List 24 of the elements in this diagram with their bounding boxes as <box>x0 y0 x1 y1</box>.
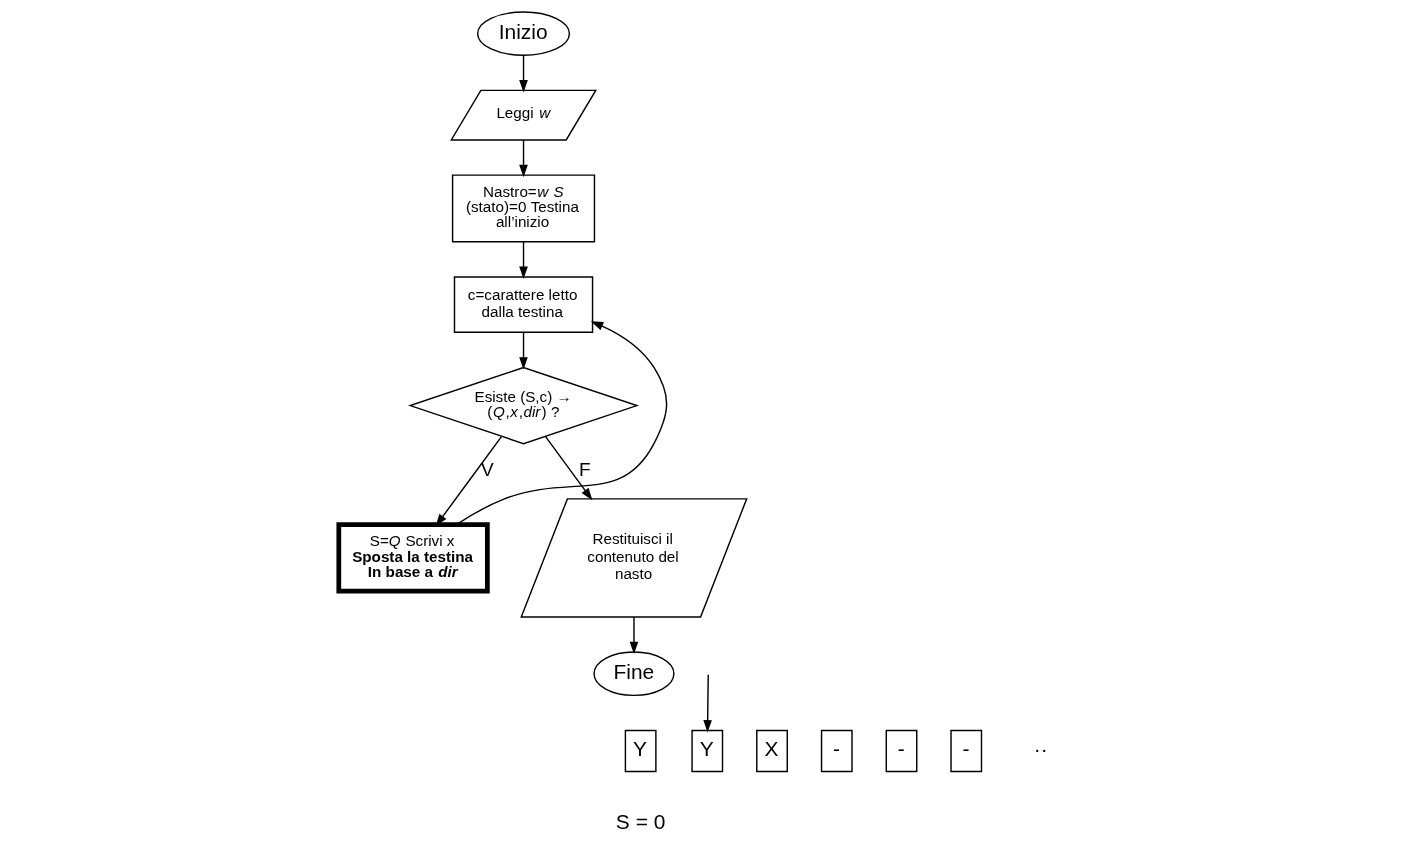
node-ellipse: Inizio <box>476 11 570 56</box>
arrow <box>518 54 528 93</box>
arrow <box>629 616 638 655</box>
arrow <box>518 241 528 279</box>
node-box: - <box>885 729 917 773</box>
node-box: Nastro=w S (stato)=0 Testina all’inizio <box>451 174 595 243</box>
node-box: X <box>755 729 788 773</box>
node-box: - <box>820 729 853 773</box>
node-ellipse: Fine <box>592 651 675 697</box>
arrow <box>702 674 712 733</box>
edge-label: V <box>480 459 494 481</box>
arrow <box>544 435 592 501</box>
node-box: S=Q Scrivi x Sposta la testina In base a dir <box>335 522 490 594</box>
arrow <box>455 321 667 526</box>
node-diamond: Esiste (S,c) → (Q,x,dir) ? <box>407 366 639 445</box>
node-box: - <box>949 729 982 773</box>
node-box: Y <box>690 729 723 773</box>
arrow <box>518 331 528 370</box>
label: S = 0 <box>615 810 665 834</box>
node-box: Y <box>624 729 657 773</box>
arrow <box>518 139 528 178</box>
label: ·· <box>1033 737 1048 761</box>
node-box: c=carattere letto dalla testina <box>453 276 593 333</box>
edge-label: F <box>578 459 591 481</box>
